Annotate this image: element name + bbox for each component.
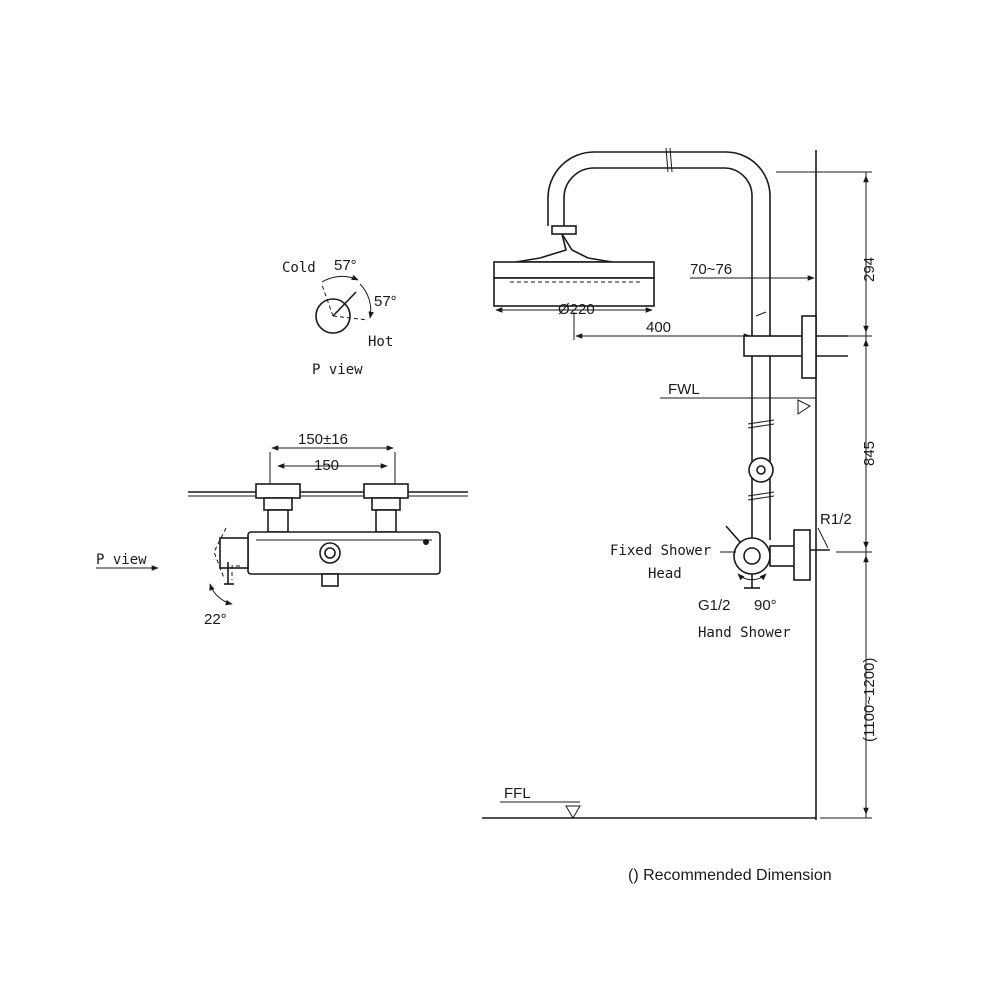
angle-90-label: 90° [754,597,777,614]
dim-height-label: (1100~1200) [861,658,878,742]
handle-circle [315,298,351,334]
p-view-caption: P view [312,362,363,378]
dim-wall-gap-label: 70~76 [690,261,732,278]
diverter-wall-flange [793,529,811,581]
cold-limit-line [321,284,334,317]
ffl-label: FFL [504,785,531,802]
diverter-lever [725,525,741,543]
dim-845-label: 845 [861,441,878,466]
cold-label: Cold [282,260,316,276]
arm-inner-edge [563,167,753,226]
dim-diameter-label: Ø220 [558,301,595,318]
dim-inner-label: 150 [314,457,339,474]
right-connector-nut [375,509,397,533]
hot-label: Hot [368,334,393,350]
outlet-knob [319,542,341,564]
fixed-shower-head-label-1: Fixed Shower [610,543,711,559]
thermostatic-valve-body [247,531,441,575]
angle-22-arc [209,583,233,606]
ffl-marker [565,805,581,819]
shower-elevation: FFL Ø220 400 70~76 FWL [482,147,878,820]
fixed-shower-head-label-2: Head [648,566,682,582]
recommended-dimension-note: () Recommended Dimension [628,867,832,884]
hot-limit-line [332,315,369,321]
cold-angle-arc [321,274,359,283]
handle-lever [332,291,357,317]
dim-arm-label: 400 [646,319,671,336]
hand-shower-slider [748,457,774,483]
wall-bracket-plate [801,315,817,379]
cold-angle-label: 57° [334,257,357,274]
temperature-handle [219,537,249,569]
r12-label: R1/2 [820,511,852,528]
dim-294-label: 294 [861,257,878,282]
p-view-handle-diagram: Cold 57° 57° Hot P view [282,257,397,378]
fwl-marker [797,399,811,415]
bottom-outlet [321,573,339,587]
hot-angle-arc [359,283,374,319]
shower-head-plate [493,261,655,279]
head-cap [515,233,613,263]
dim-outer-label: 150±16 [298,431,348,448]
p-view-arrow-label: P view [96,552,147,568]
g12-label: G1/2 [698,597,731,614]
left-wall-flange [255,483,301,499]
fwl-label: FWL [668,381,700,398]
hot-angle-label: 57° [374,293,397,310]
left-connector-nut [267,509,289,533]
hand-shower-label: Hand Shower [698,625,791,641]
arm-outer-edge [547,151,771,226]
handle-travel-outline [213,527,227,579]
head-joint [551,225,577,235]
wall-bracket-arm [743,335,807,357]
valve-side-view: 150±16 150 22° P view [96,431,468,628]
diverter-body [733,537,771,575]
angle-22-label: 22° [204,611,227,628]
right-wall-flange [363,483,409,499]
